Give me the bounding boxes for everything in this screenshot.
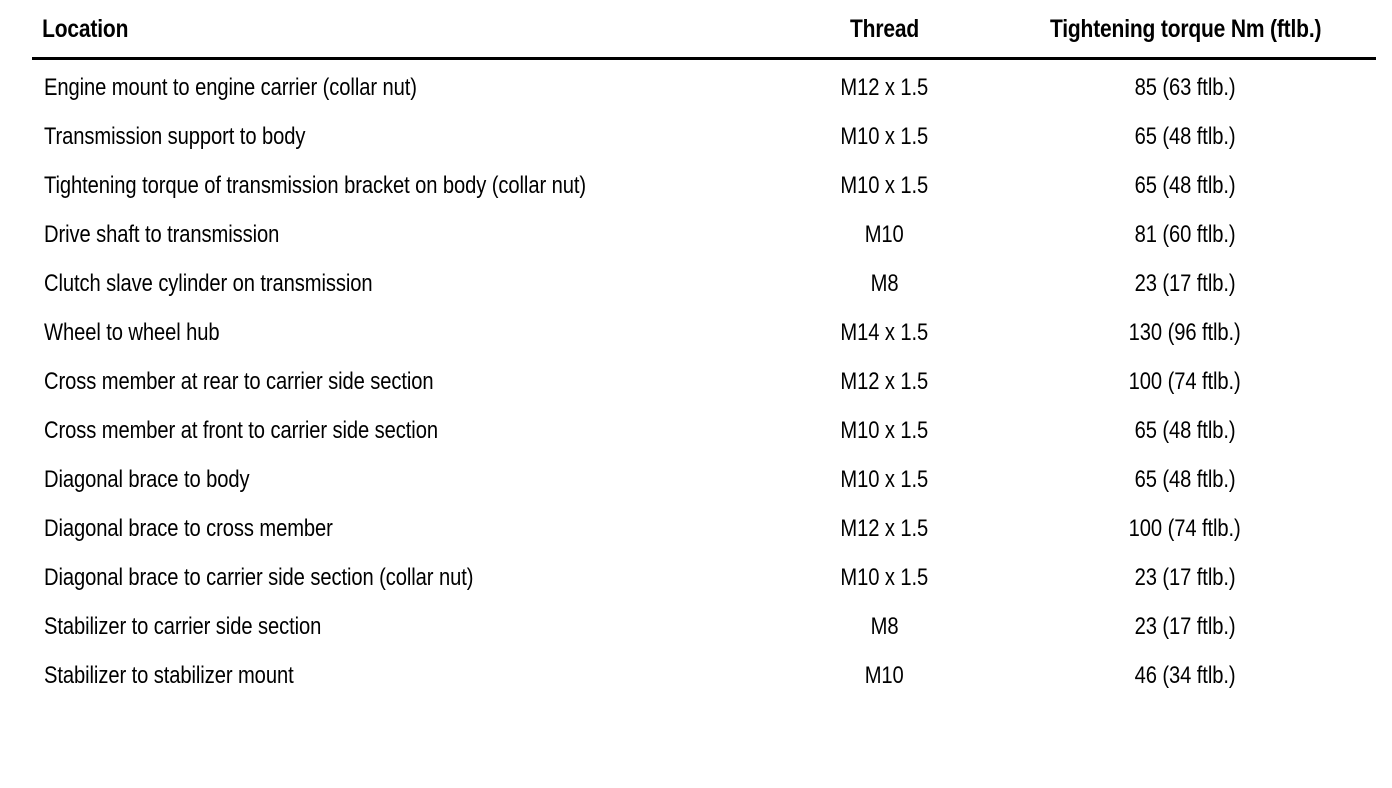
cell-location: Stabilizer to carrier side section	[32, 612, 767, 661]
cell-thread-text: M10 x 1.5	[840, 172, 929, 199]
cell-thread: M10 x 1.5	[767, 122, 1002, 171]
cell-location-text: Tightening torque of transmission bracke…	[44, 172, 587, 199]
cell-thread: M10 x 1.5	[767, 416, 1002, 465]
table-row: Clutch slave cylinder on transmission M8 2…	[32, 269, 1376, 318]
cell-torque: 23 (17 ftlb.)	[1002, 612, 1376, 661]
table-row: Cross member at rear to carrier side sec…	[32, 367, 1376, 416]
cell-location: Diagonal brace to body	[32, 465, 767, 514]
cell-torque-text: 23 (17 ftlb.)	[1134, 613, 1236, 640]
table-row: Diagonal brace to carrier side section (…	[32, 563, 1376, 612]
header-row: Location Thread Tightening torque Nm (ft…	[32, 14, 1376, 60]
cell-location-text: Transmission support to body	[44, 123, 306, 150]
cell-torque-text: 23 (17 ftlb.)	[1134, 270, 1236, 297]
cell-torque: 100 (74 ftlb.)	[1002, 514, 1376, 563]
cell-torque: 23 (17 ftlb.)	[1002, 563, 1376, 612]
cell-location: Tightening torque of transmission bracke…	[32, 171, 767, 220]
cell-torque-text: 46 (34 ftlb.)	[1134, 662, 1236, 689]
cell-thread: M10 x 1.5	[767, 563, 1002, 612]
cell-torque-text: 65 (48 ftlb.)	[1134, 466, 1236, 493]
cell-thread-text: M12 x 1.5	[840, 368, 929, 395]
cell-thread: M8	[767, 269, 1002, 318]
cell-torque: 46 (34 ftlb.)	[1002, 661, 1376, 710]
cell-location-text: Diagonal brace to cross member	[44, 515, 333, 542]
cell-thread-text: M8	[870, 613, 899, 640]
cell-location: Wheel to wheel hub	[32, 318, 767, 367]
cell-location-text: Drive shaft to transmission	[44, 221, 280, 248]
table-row: Stabilizer to carrier side section M8 23 (…	[32, 612, 1376, 661]
column-header-thread: Thread	[785, 14, 984, 60]
table-row: Tightening torque of transmission bracke…	[32, 171, 1376, 220]
table-header: Location Thread Tightening torque Nm (ft…	[32, 14, 1376, 60]
cell-location: Cross member at rear to carrier side sec…	[32, 367, 767, 416]
cell-torque: 23 (17 ftlb.)	[1002, 269, 1376, 318]
cell-thread-text: M10 x 1.5	[840, 466, 929, 493]
cell-location: Diagonal brace to carrier side section (…	[32, 563, 767, 612]
cell-torque-text: 81 (60 ftlb.)	[1134, 221, 1236, 248]
table-row: Diagonal brace to cross member M12 x 1.5 1…	[32, 514, 1376, 563]
cell-location: Diagonal brace to cross member	[32, 514, 767, 563]
cell-location: Transmission support to body	[32, 122, 767, 171]
cell-torque-text: 65 (48 ftlb.)	[1134, 417, 1236, 444]
cell-location: Drive shaft to transmission	[32, 220, 767, 269]
cell-torque-text: 23 (17 ftlb.)	[1134, 564, 1236, 591]
cell-location-text: Clutch slave cylinder on transmission	[44, 270, 373, 297]
cell-torque-text: 85 (63 ftlb.)	[1134, 74, 1236, 101]
cell-location-text: Engine mount to engine carrier (collar n…	[44, 74, 417, 101]
cell-torque-text: 100 (74 ftlb.)	[1128, 368, 1242, 395]
cell-thread: M12 x 1.5	[767, 59, 1002, 123]
cell-location-text: Stabilizer to carrier side section	[44, 613, 322, 640]
column-header-torque: Tightening torque Nm (ftlb.)	[1031, 14, 1347, 60]
table-row: Diagonal brace to body M10 x 1.5 65 (48 ft…	[32, 465, 1376, 514]
table-row: Transmission support to body M10 x 1.5 65 …	[32, 122, 1376, 171]
cell-torque-text: 65 (48 ftlb.)	[1134, 123, 1236, 150]
column-header-location: Location	[32, 14, 650, 60]
cell-thread-text: M10	[865, 221, 904, 248]
cell-torque-text: 65 (48 ftlb.)	[1134, 172, 1236, 199]
cell-thread-text: M10 x 1.5	[840, 564, 929, 591]
cell-thread: M8	[767, 612, 1002, 661]
cell-thread: M10	[767, 220, 1002, 269]
cell-location: Clutch slave cylinder on transmission	[32, 269, 767, 318]
cell-thread-text: M14 x 1.5	[840, 319, 929, 346]
cell-torque: 65 (48 ftlb.)	[1002, 465, 1376, 514]
cell-thread: M12 x 1.5	[767, 514, 1002, 563]
cell-torque: 85 (63 ftlb.)	[1002, 59, 1376, 123]
cell-location-text: Diagonal brace to body	[44, 466, 250, 493]
cell-torque-text: 130 (96 ftlb.)	[1128, 319, 1242, 346]
cell-thread: M10	[767, 661, 1002, 710]
cell-torque: 65 (48 ftlb.)	[1002, 171, 1376, 220]
cell-thread-text: M10	[865, 662, 904, 689]
cell-thread-text: M10 x 1.5	[840, 123, 929, 150]
cell-thread: M14 x 1.5	[767, 318, 1002, 367]
table-row: Stabilizer to stabilizer mount M10 46 (34 …	[32, 661, 1376, 710]
cell-location: Engine mount to engine carrier (collar n…	[32, 59, 767, 123]
cell-torque: 100 (74 ftlb.)	[1002, 367, 1376, 416]
cell-thread-text: M12 x 1.5	[840, 74, 929, 101]
cell-torque-text: 100 (74 ftlb.)	[1128, 515, 1242, 542]
cell-torque: 65 (48 ftlb.)	[1002, 416, 1376, 465]
cell-torque: 81 (60 ftlb.)	[1002, 220, 1376, 269]
cell-location-text: Diagonal brace to carrier side section (…	[44, 564, 474, 591]
table-row: Wheel to wheel hub M14 x 1.5 130 (96 ftlb.…	[32, 318, 1376, 367]
cell-location-text: Stabilizer to stabilizer mount	[44, 662, 294, 689]
cell-torque: 65 (48 ftlb.)	[1002, 122, 1376, 171]
cell-location: Stabilizer to stabilizer mount	[32, 661, 767, 710]
cell-location-text: Cross member at rear to carrier side sec…	[44, 368, 434, 395]
torque-specification-table: Location Thread Tightening torque Nm (ft…	[32, 14, 1376, 710]
cell-thread: M10 x 1.5	[767, 171, 1002, 220]
cell-thread-text: M12 x 1.5	[840, 515, 929, 542]
table-row: Drive shaft to transmission M10 81 (60 ftl…	[32, 220, 1376, 269]
cell-thread: M10 x 1.5	[767, 465, 1002, 514]
cell-location: Cross member at front to carrier side se…	[32, 416, 767, 465]
cell-location-text: Cross member at front to carrier side se…	[44, 417, 438, 444]
cell-torque: 130 (96 ftlb.)	[1002, 318, 1376, 367]
table-body: Engine mount to engine carrier (collar n…	[32, 59, 1376, 711]
cell-thread-text: M8	[870, 270, 899, 297]
cell-thread-text: M10 x 1.5	[840, 417, 929, 444]
cell-location-text: Wheel to wheel hub	[44, 319, 220, 346]
table-row: Engine mount to engine carrier (collar n…	[32, 59, 1376, 123]
table-row: Cross member at front to carrier side se…	[32, 416, 1376, 465]
cell-thread: M12 x 1.5	[767, 367, 1002, 416]
